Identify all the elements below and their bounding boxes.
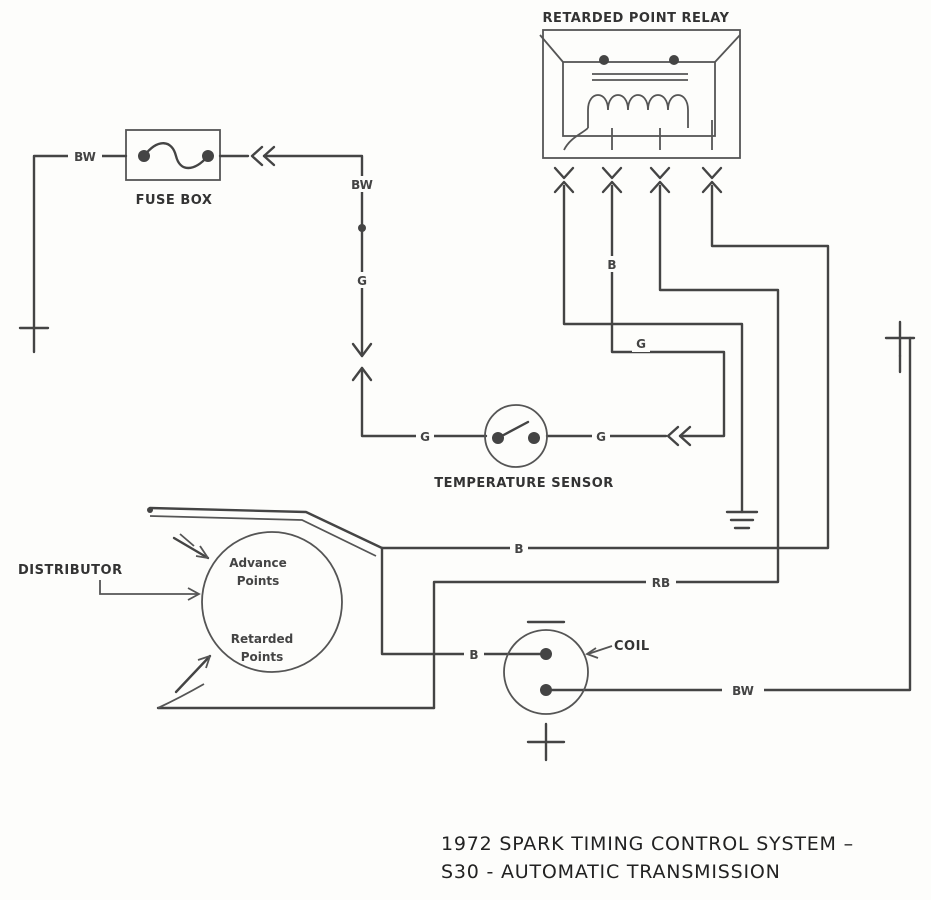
- wire-label-bw-vertical: BW: [351, 178, 373, 192]
- wires: [18, 145, 916, 710]
- wire-label-g-sensor-left: G: [420, 430, 430, 444]
- wire-labels: BW BW G B G G G B RB B BW: [68, 148, 764, 698]
- temperature-sensor: TEMPERATURE SENSOR: [434, 404, 614, 491]
- coil-label: COIL: [614, 639, 650, 654]
- fuse-box: FUSE BOX: [125, 129, 221, 208]
- relay-connectors: [553, 166, 723, 194]
- caption-line-1: 1972 SPARK TIMING CONTROL SYSTEM –: [441, 833, 854, 855]
- advance-points-label-2: Points: [237, 574, 280, 588]
- wire-label-bw-coil: BW: [732, 684, 754, 698]
- retarded-points-label-1: Retarded: [231, 632, 293, 646]
- distributor: Advance Points Retarded Points DISTRIBUT…: [18, 506, 436, 710]
- wire-label-b-distributor: B: [514, 542, 523, 556]
- caption-line-2: S30 - AUTOMATIC TRANSMISSION: [441, 861, 781, 883]
- wire-label-g-sensor-right: G: [596, 430, 606, 444]
- wire-label-rb-distributor: RB: [652, 576, 670, 590]
- caption: 1972 SPARK TIMING CONTROL SYSTEM – S30 -…: [441, 833, 854, 883]
- advance-points-label-1: Advance: [229, 556, 287, 570]
- wire-label-g-vertical: G: [357, 274, 367, 288]
- ignition-coil: COIL: [503, 620, 650, 762]
- wire-label-b-coil: B: [469, 648, 478, 662]
- relay-label: RETARDED POINT RELAY: [543, 11, 730, 26]
- distributor-label: DISTRIBUTOR: [18, 563, 123, 578]
- retarded-points-label-2: Points: [241, 650, 284, 664]
- wire-label-bw-left: BW: [74, 150, 96, 164]
- wire-label-g-relay: G: [636, 337, 646, 351]
- wire-label-b-relay: B: [607, 258, 616, 272]
- temperature-sensor-label: TEMPERATURE SENSOR: [434, 476, 614, 491]
- retarded-point-relay: RETARDED POINT RELAY: [539, 11, 741, 159]
- fuse-box-label: FUSE BOX: [136, 193, 213, 208]
